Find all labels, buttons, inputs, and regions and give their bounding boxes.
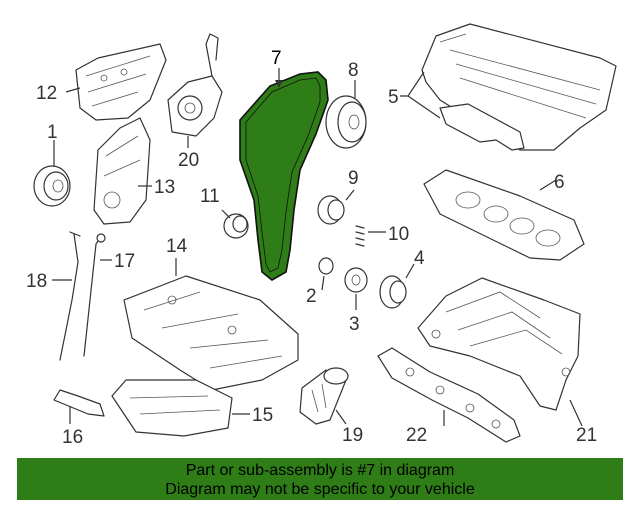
callout-8: 8 <box>348 60 359 81</box>
exploded-parts-diagram: 7 12 1 13 20 11 9 10 8 5 6 4 2 3 14 17 1… <box>26 23 617 448</box>
part-22-intake-manifold-gasket[interactable] <box>377 347 521 443</box>
callout-7: 7 <box>271 48 282 69</box>
part-19-oil-filter[interactable] <box>299 367 349 425</box>
part-5-cylinder-head-cover[interactable] <box>421 23 617 151</box>
callout-labels: 7 12 1 13 20 11 9 10 8 5 6 4 2 3 14 17 1… <box>26 48 597 448</box>
banner-line-disclaimer: Diagram may not be specific to your vehi… <box>165 481 475 498</box>
part-7-timing-belt[interactable] <box>239 71 329 281</box>
part-2-plug[interactable] <box>318 257 334 275</box>
callout-4: 4 <box>414 248 425 269</box>
part-20-oil-pump[interactable] <box>167 33 223 137</box>
part-3-washer[interactable] <box>344 267 368 293</box>
callout-14: 14 <box>166 236 188 257</box>
callout-10: 10 <box>388 224 409 245</box>
part-21-intake-manifold[interactable] <box>417 277 581 411</box>
callout-16: 16 <box>62 427 83 448</box>
callout-3: 3 <box>349 314 360 335</box>
part-8-camshaft-sprocket[interactable] <box>325 95 367 149</box>
part-6-valve-cover-gasket[interactable] <box>423 169 585 261</box>
part-1-crankshaft-pulley[interactable] <box>33 165 71 207</box>
callout-9: 9 <box>348 168 359 189</box>
callout-13: 13 <box>154 177 175 198</box>
diagram-notice-banner: Part or sub-assembly is #7 in diagram Di… <box>17 458 623 500</box>
leader-lines <box>52 68 583 427</box>
callout-21: 21 <box>576 425 597 446</box>
part-4-sprocket[interactable] <box>379 275 407 309</box>
callout-15: 15 <box>252 405 273 426</box>
callout-19: 19 <box>342 425 363 446</box>
part-17-dipstick[interactable] <box>83 233 106 357</box>
callout-12: 12 <box>36 83 57 104</box>
callout-20: 20 <box>178 150 199 171</box>
part-13-lower-timing-cover[interactable] <box>93 117 151 225</box>
part-18-dipstick-tube[interactable] <box>59 231 81 361</box>
callout-6: 6 <box>554 172 565 193</box>
callout-5: 5 <box>388 87 399 108</box>
part-10-tensioner-spring[interactable] <box>355 225 365 247</box>
part-16-baffle-plate[interactable] <box>53 389 105 417</box>
part-11-idler-pulley[interactable] <box>223 213 249 239</box>
callout-22: 22 <box>406 425 427 446</box>
banner-line-part-number: Part or sub-assembly is #7 in diagram <box>185 462 455 479</box>
callout-17: 17 <box>114 251 135 272</box>
part-15-oil-pan-lower[interactable] <box>111 379 233 437</box>
callout-2: 2 <box>306 286 317 307</box>
callout-1: 1 <box>47 122 58 143</box>
callout-18: 18 <box>26 271 47 292</box>
callout-11: 11 <box>200 186 220 207</box>
part-14-oil-pan-upper[interactable] <box>123 275 299 391</box>
part-9-tensioner-pulley[interactable] <box>317 195 345 225</box>
part-12-upper-timing-cover[interactable] <box>75 43 167 121</box>
